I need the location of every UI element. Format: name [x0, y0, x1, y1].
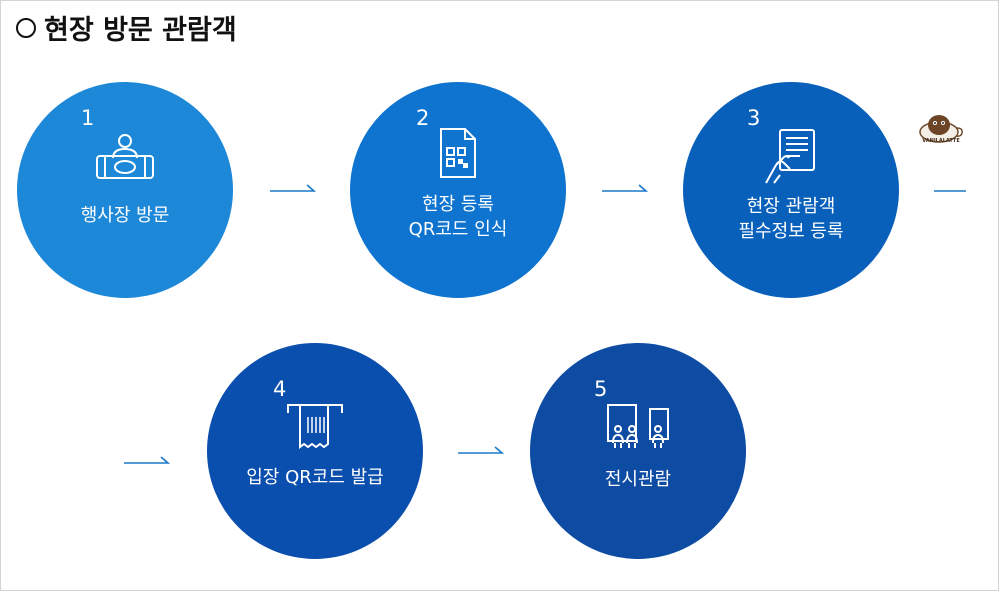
step-number: 4: [273, 377, 287, 401]
page-title-text: 현장 방문 관람객: [44, 15, 237, 46]
step-number: 5: [594, 377, 608, 401]
arrow-right-icon: [458, 446, 504, 454]
hand-form-icon: [765, 129, 815, 184]
step-label: 현장 관람객 필수정보 등록: [738, 196, 844, 242]
step-label: 행사장 방문: [80, 205, 170, 226]
step-number: 1: [81, 106, 95, 130]
step-3: 3 현장 관람객 필수정보 등록: [683, 82, 899, 298]
step-label: 전시관람: [604, 469, 672, 490]
step-1: 1 행사장 방문: [17, 82, 233, 298]
step-label: 현장 등록 QR코드 인식: [408, 194, 508, 240]
circle-bullet-icon: [16, 17, 36, 38]
step-2: 2 현장 등록 QR코드 인식: [350, 82, 566, 298]
qr-document-icon: [440, 128, 476, 178]
exhibition-viewers-icon: [607, 404, 669, 448]
coffee-cup-mascot-icon: [919, 115, 963, 143]
arrow-right-icon: [934, 190, 966, 192]
page-title: 현장 방문 관람객: [16, 8, 237, 47]
step-number: 2: [416, 106, 430, 130]
step-label: 입장 QR코드 발급: [246, 467, 384, 488]
sticker-text: VANILALATTE: [922, 138, 960, 144]
step-5: 5 전시관람: [530, 343, 746, 559]
step-4: 4 입장 QR코드 발급: [207, 343, 423, 559]
ticket-print-icon: [287, 404, 343, 449]
arrow-right-icon: [270, 184, 316, 192]
step-number: 3: [747, 106, 761, 130]
reception-desk-icon: [96, 134, 154, 179]
arrow-right-icon: [602, 184, 648, 192]
arrow-right-icon: [124, 456, 170, 464]
